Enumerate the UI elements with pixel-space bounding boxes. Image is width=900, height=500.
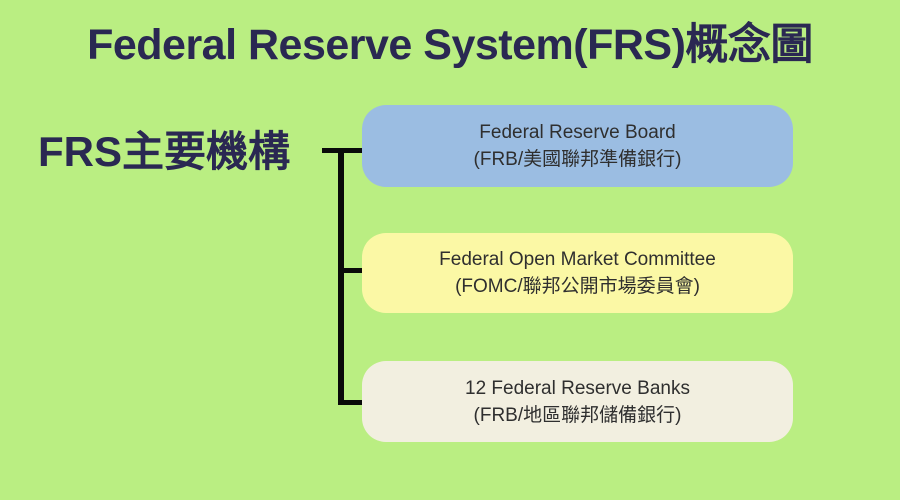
node-fomc: Federal Open Market Committee (FOMC/聯邦公開… <box>362 233 793 313</box>
node-fomc-subtitle: (FOMC/聯邦公開市場委員會) <box>455 276 700 297</box>
node-federal-reserve-board-subtitle: (FRB/美國聯邦準備銀行) <box>473 149 682 170</box>
node-federal-reserve-board: Federal Reserve Board (FRB/美國聯邦準備銀行) <box>362 105 793 187</box>
node-federal-reserve-board-title: Federal Reserve Board <box>479 122 676 143</box>
node-reserve-banks-subtitle: (FRB/地區聯邦儲備銀行) <box>473 404 682 426</box>
page-title: Federal Reserve System(FRS)概念圖 <box>87 21 813 69</box>
node-fomc-title: Federal Open Market Committee <box>439 249 716 270</box>
root-label: FRS主要機構 <box>38 128 291 175</box>
node-reserve-banks-title: 12 Federal Reserve Banks <box>465 377 690 399</box>
connector-trunk-vertical <box>338 148 344 405</box>
connector-stub-reserve-banks <box>338 400 362 405</box>
node-reserve-banks: 12 Federal Reserve Banks (FRB/地區聯邦儲備銀行) <box>362 361 793 442</box>
connector-stub-fomc <box>338 268 362 273</box>
